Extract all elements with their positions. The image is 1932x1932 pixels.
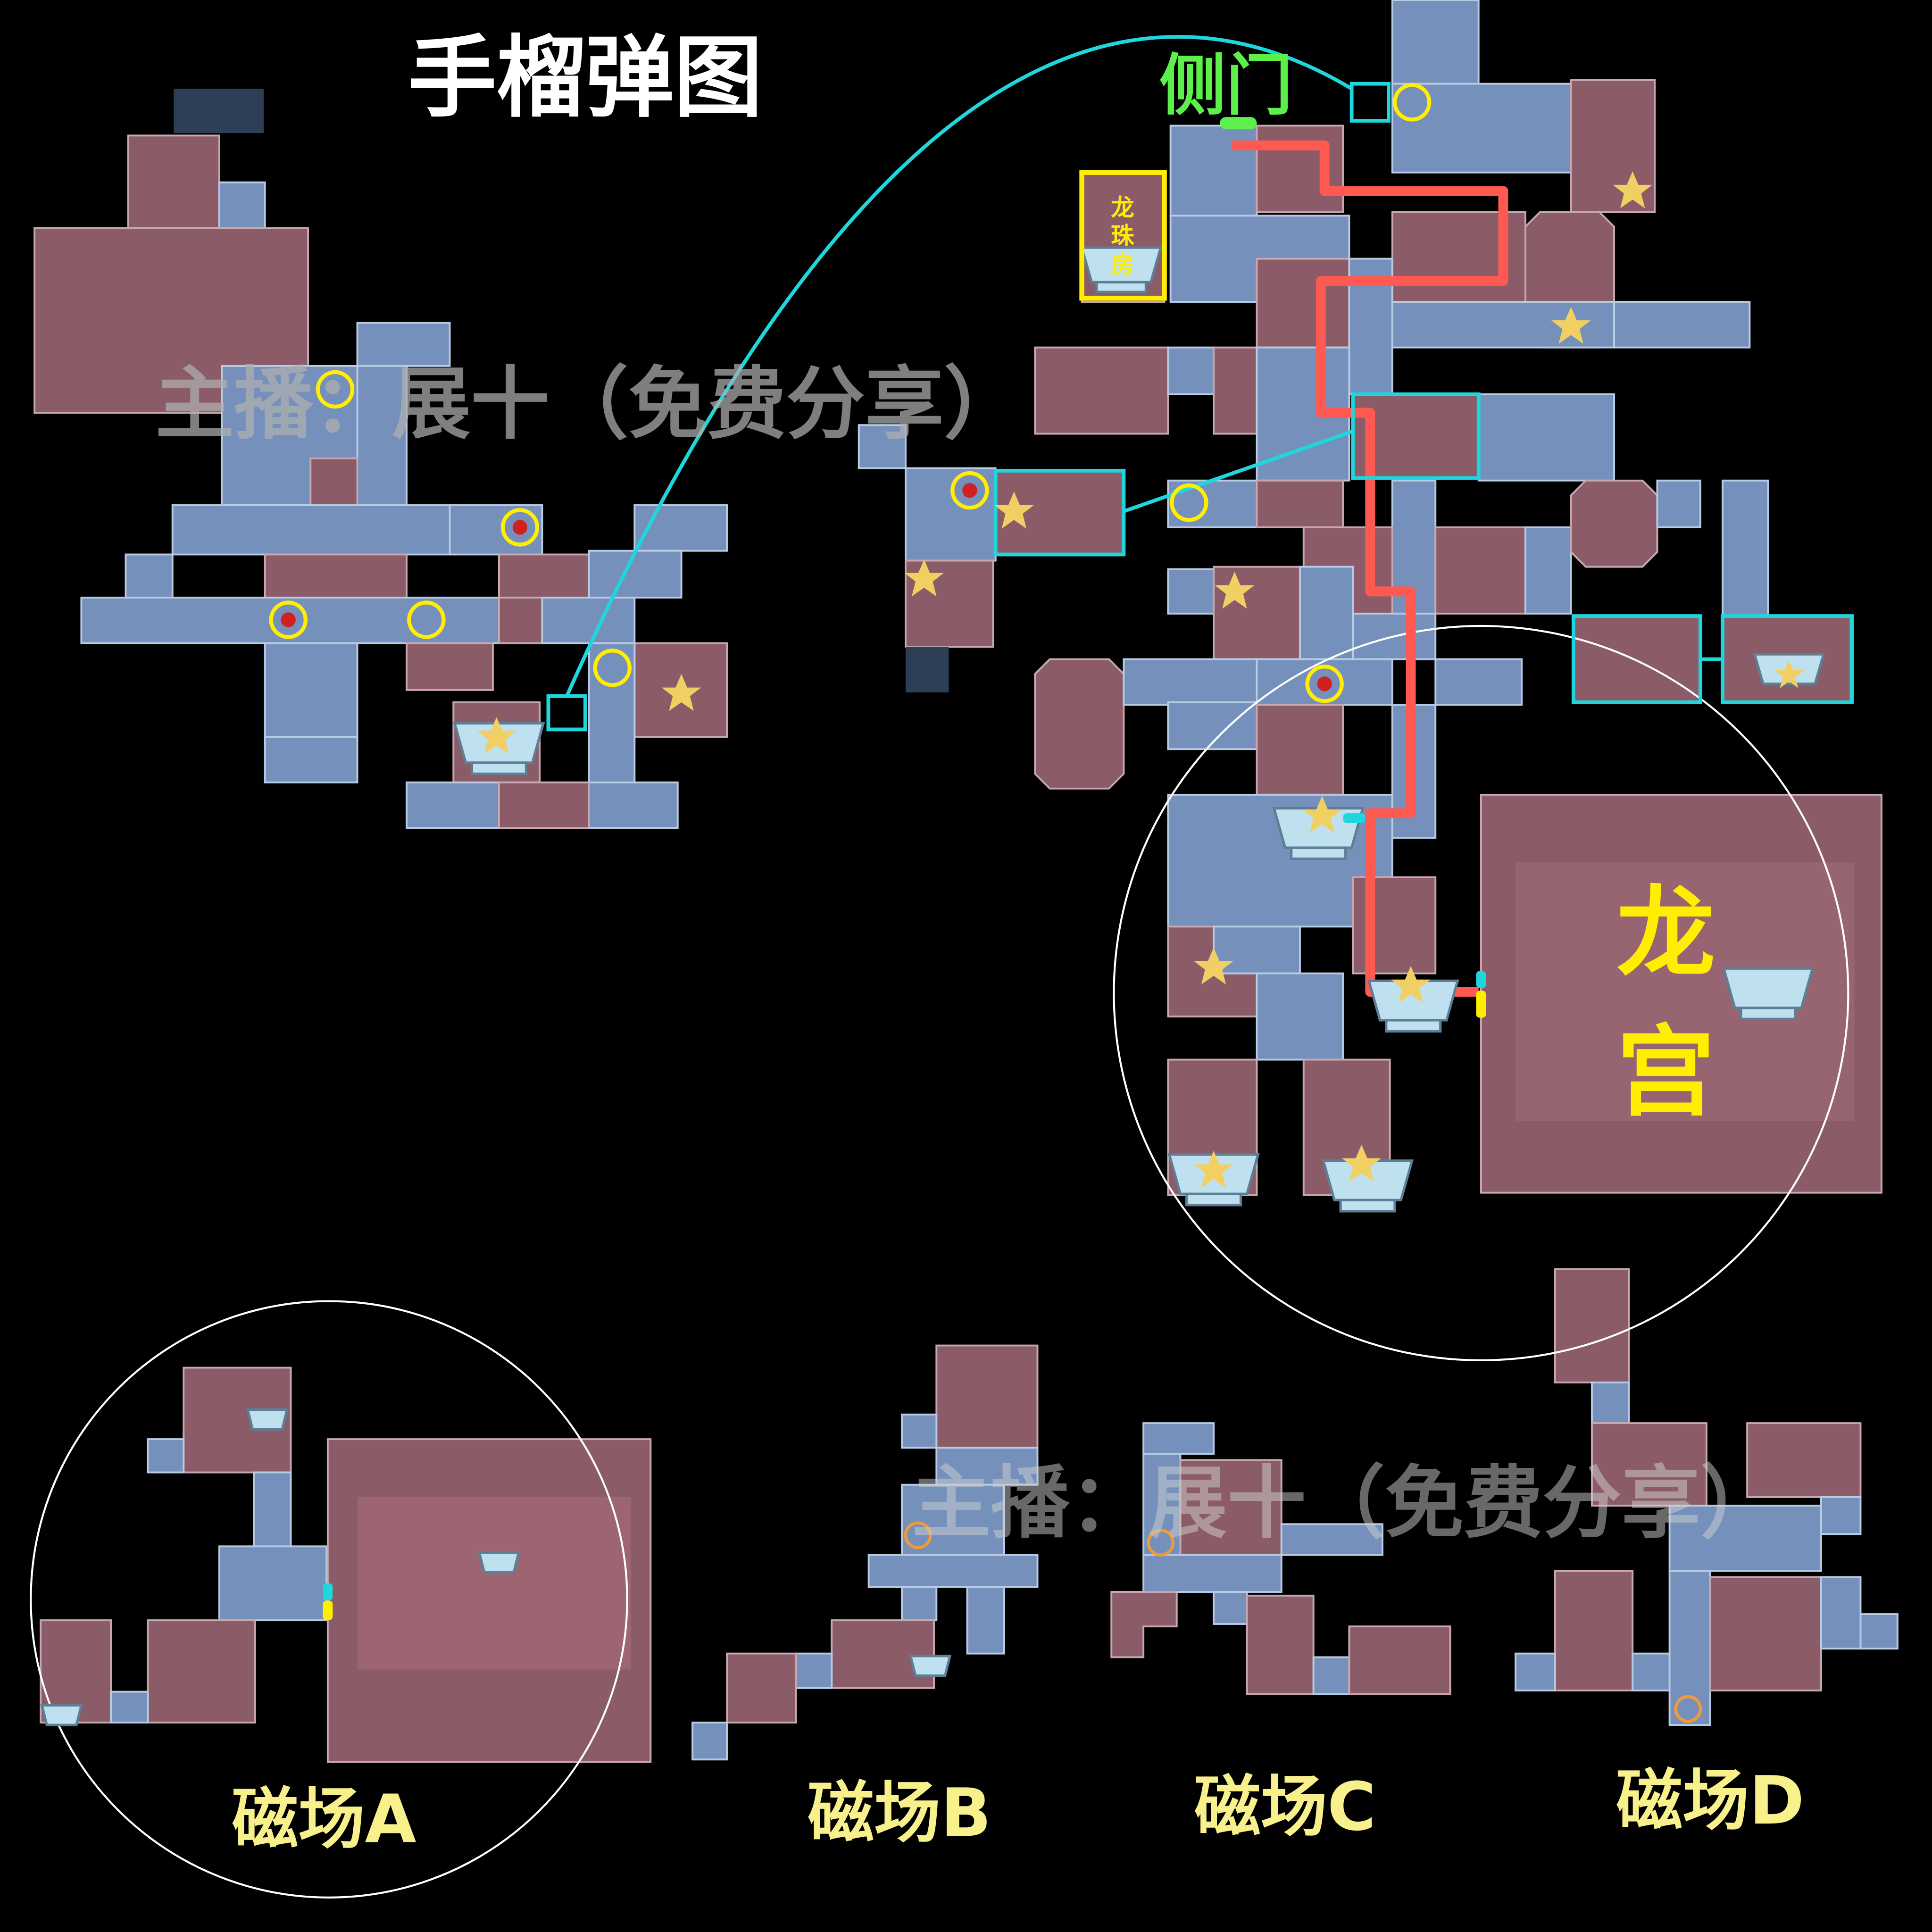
dragon-pearl-room-box xyxy=(1079,170,1167,301)
orange-spot-icon xyxy=(1674,1695,1702,1723)
grenade-arc xyxy=(546,35,1854,732)
field-b-label: 磁场B xyxy=(808,1774,991,1852)
door-markers xyxy=(323,117,1486,1621)
red-key-icon xyxy=(281,612,296,627)
red-key-icon xyxy=(962,483,977,498)
red-key-icon xyxy=(1317,676,1332,691)
altar-icon xyxy=(909,1655,952,1677)
route-path xyxy=(1232,140,1508,997)
grenade-spot-circle[interactable] xyxy=(407,600,446,639)
star-icon xyxy=(1613,171,1653,208)
altar-icon xyxy=(1322,1159,1414,1213)
magnetic-field-c-map xyxy=(1110,1422,1451,1695)
star-icon xyxy=(1551,307,1591,344)
grenade-spot-circle[interactable] xyxy=(500,508,540,547)
grenade-spot-circle[interactable] xyxy=(1392,83,1432,122)
field-d-label: 磁场D xyxy=(1616,1762,1804,1840)
altar-icon xyxy=(477,1551,521,1574)
magnetic-field-d-map xyxy=(1515,1268,1899,1726)
grenade-spot-circle[interactable] xyxy=(1305,665,1344,703)
map-area-left xyxy=(33,89,728,829)
star-icon xyxy=(1341,1144,1382,1182)
star-icon xyxy=(476,717,516,754)
dragon-pearl-room-label: 房 xyxy=(1111,250,1134,278)
stars xyxy=(476,171,1804,1188)
map-area-right xyxy=(1034,0,1882,1196)
star-icon xyxy=(994,491,1034,529)
dragon-pearl-room-label: 珠 xyxy=(1111,222,1134,250)
field-a-area-ring xyxy=(30,1300,628,1899)
star-icon xyxy=(1302,796,1342,833)
magnetic-field-a-map xyxy=(40,1366,652,1763)
field-a-label: 磁场A xyxy=(232,1781,416,1858)
star-icon xyxy=(1215,572,1255,609)
grenade-spot-circle[interactable] xyxy=(316,370,355,409)
star-icon xyxy=(661,674,701,711)
dragon-pearl-room-label: 龙 xyxy=(1111,194,1134,221)
star-icon xyxy=(1194,1150,1233,1188)
map-area-middle xyxy=(858,424,1125,693)
field-c-label: 磁场C xyxy=(1194,1768,1376,1846)
grenade-spot-circle[interactable] xyxy=(1170,483,1208,522)
grenade-spot-circle[interactable] xyxy=(269,600,308,639)
altar-icon xyxy=(246,1408,289,1431)
altar-icon xyxy=(40,1704,83,1726)
red-key-icon xyxy=(512,520,528,535)
side-door-label: 侧门 xyxy=(1159,47,1292,125)
altars xyxy=(40,246,1825,1726)
orange-spot-icon xyxy=(1147,1529,1175,1557)
grenade-spot-markers xyxy=(269,83,1702,1723)
side-door-marker xyxy=(1220,117,1257,130)
star-icon xyxy=(1194,947,1233,985)
dragon-palace-label: 宫 xyxy=(1616,1016,1715,1130)
star-icon xyxy=(1391,966,1431,1003)
dragon-palace-area-ring xyxy=(1113,625,1849,1362)
grenade-spot-circle[interactable] xyxy=(950,471,989,510)
altar-icon xyxy=(1722,967,1815,1020)
map-title: 手榴弹图 xyxy=(408,26,763,130)
star-icon xyxy=(904,559,944,597)
dragon-palace-label: 龙 xyxy=(1616,876,1715,991)
orange-spot-icon xyxy=(904,1521,932,1549)
grenade-spot-circle[interactable] xyxy=(593,649,632,687)
watermark: 主播：展十（免费分享） xyxy=(912,1457,1779,1549)
altar-icon xyxy=(1080,246,1163,293)
altar-icon xyxy=(1272,807,1365,860)
magnetic-field-b-map xyxy=(691,1344,1039,1761)
star-icon xyxy=(1774,660,1804,688)
watermark: 主播：展十（免费分享） xyxy=(155,358,1023,450)
